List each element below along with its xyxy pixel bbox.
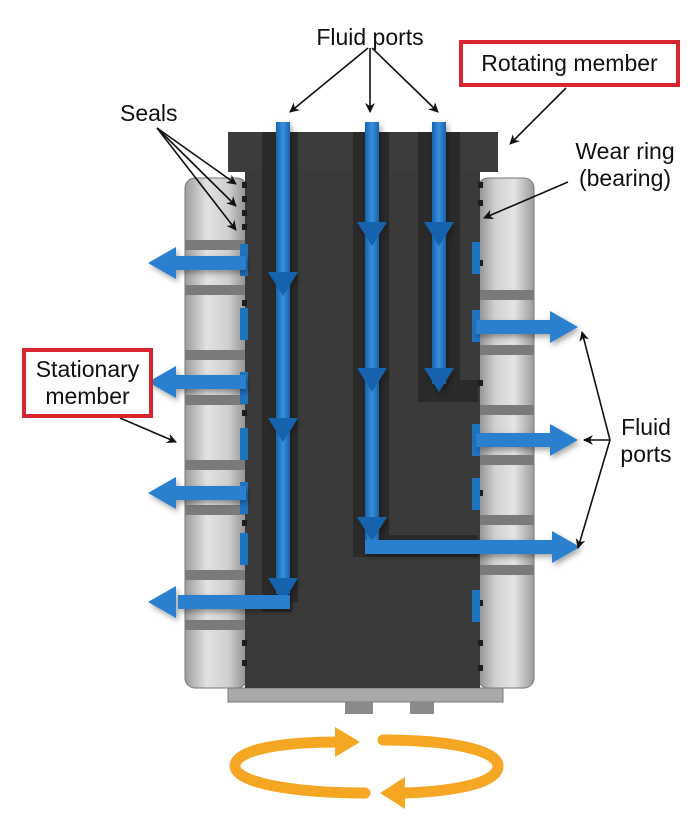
flow-path-left [148, 122, 298, 618]
wear-ring-label-line2: (bearing) [578, 165, 672, 191]
fluid-ports-right-line1: Fluid [621, 414, 671, 440]
rotating-member-label: Rotating member [481, 50, 658, 76]
rotation-arrow [229, 734, 504, 799]
fluid-ports-right-line2: ports [620, 441, 672, 467]
rotating-member-callout: Rotating member [459, 40, 680, 87]
outlet-arrows-left [148, 247, 246, 509]
stationary-member-callout: Stationary member [22, 348, 153, 418]
stationary-member-label-line2: member [45, 383, 130, 409]
outlet-arrows-right [476, 311, 578, 456]
stationary-member-label-line1: Stationary [35, 356, 140, 382]
fluid-ports-right-label: Fluid ports [605, 414, 687, 468]
rotation-arrowheads [335, 727, 405, 809]
flow-paths [148, 122, 580, 618]
wear-ring-label-line1: Wear ring [575, 138, 675, 164]
fluid-ports-top-label: Fluid ports [316, 24, 424, 50]
flow-path-middle [357, 122, 580, 563]
wear-ring-label: Wear ring (bearing) [560, 138, 690, 192]
flow-path-right [424, 122, 454, 392]
seals-label: Seals [120, 100, 178, 126]
leader-lines [119, 47, 611, 549]
